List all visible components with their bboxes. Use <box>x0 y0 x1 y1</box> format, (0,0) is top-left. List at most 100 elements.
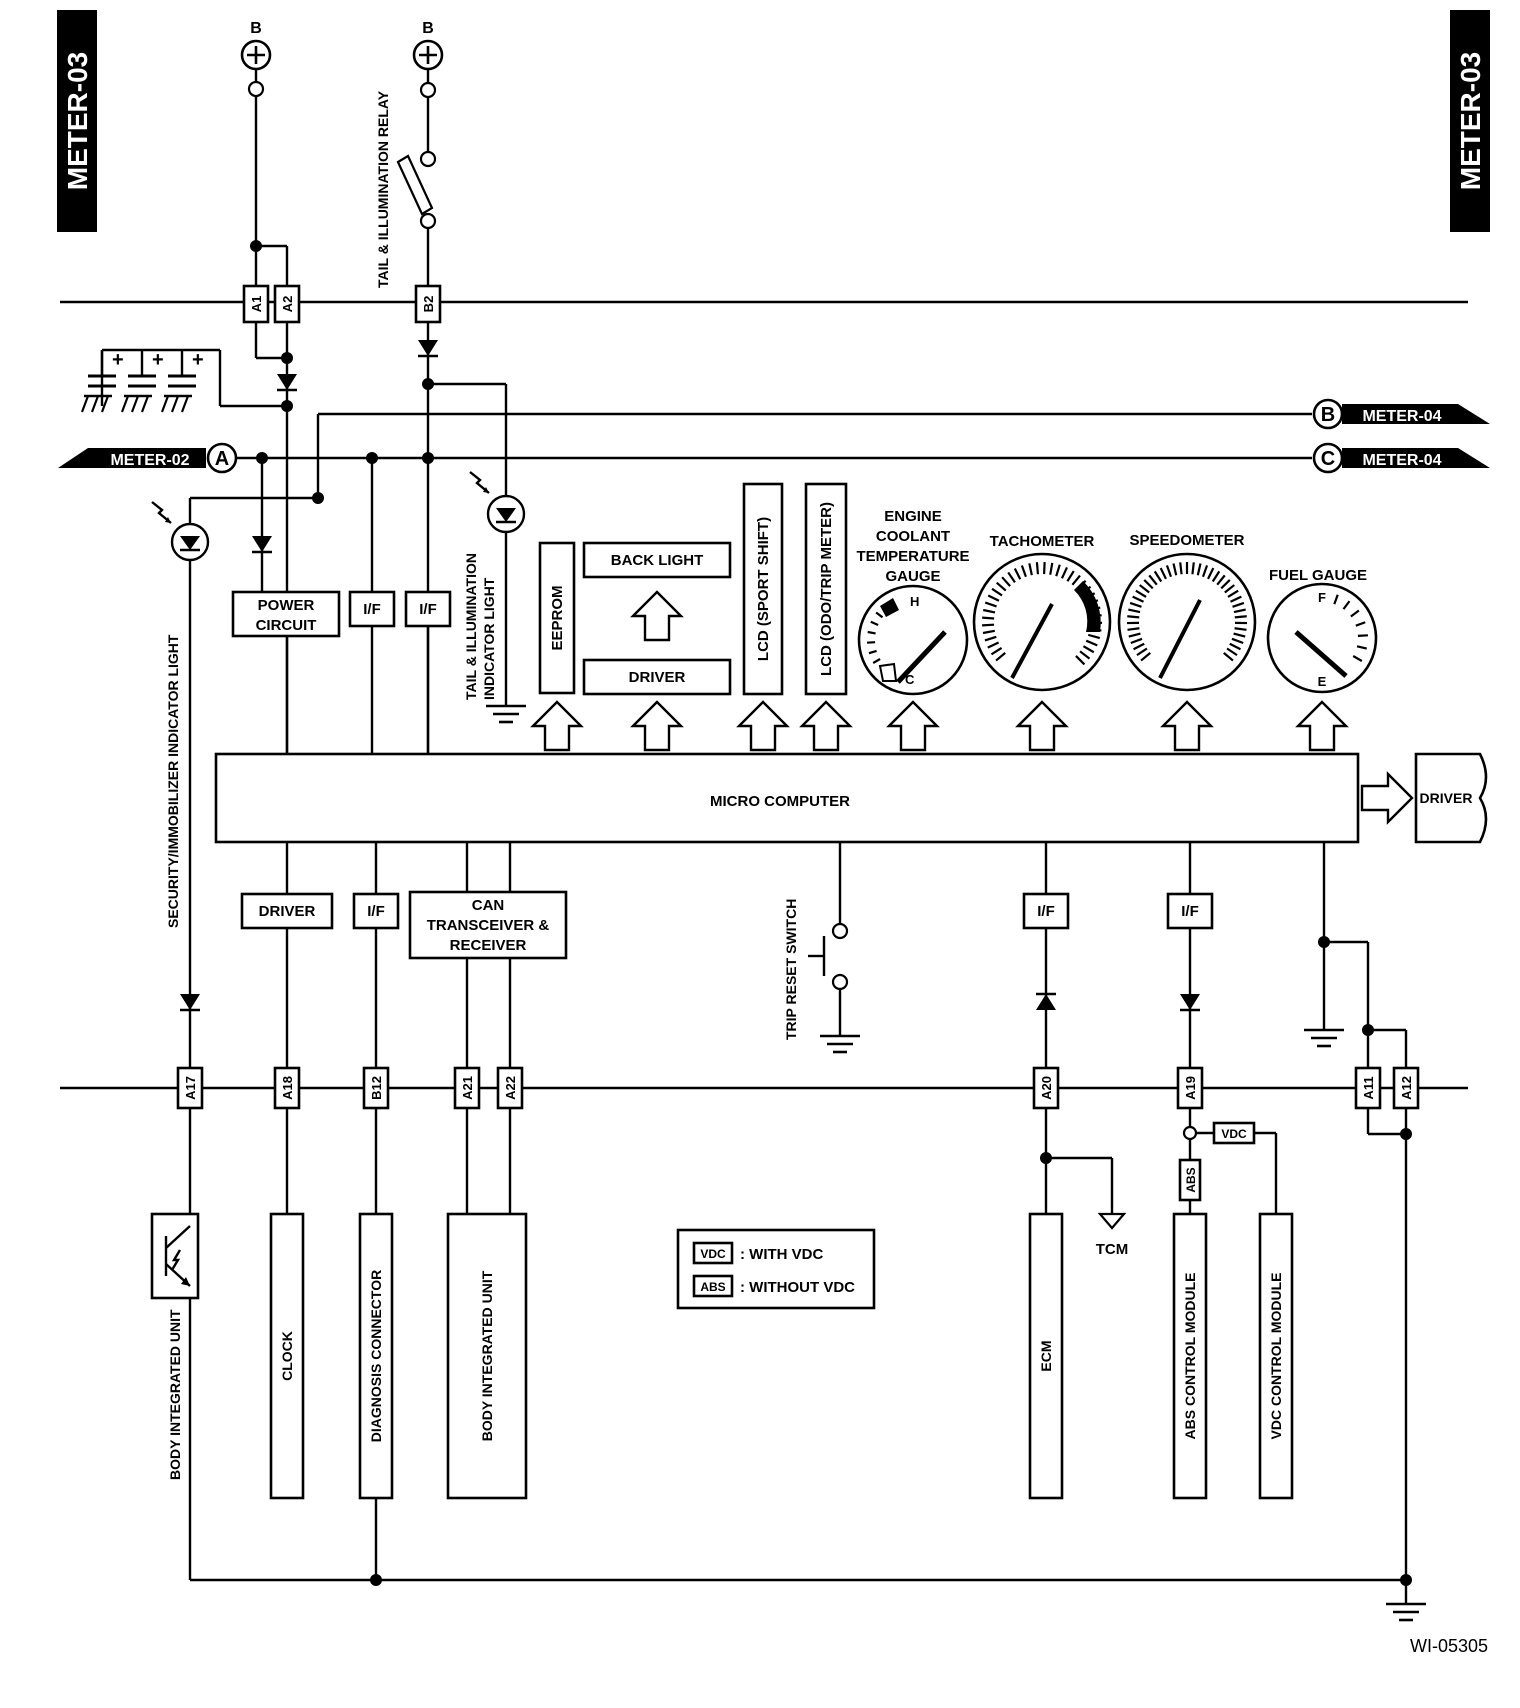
gauge-tick <box>984 635 997 642</box>
branch-tag-abs: ABS <box>1178 1158 1202 1202</box>
clock-label: CLOCK <box>279 1331 295 1381</box>
page-tag-right: METER-03 <box>1450 10 1490 232</box>
gauge-tick <box>1223 652 1234 662</box>
can-label-1: CAN <box>472 897 505 914</box>
offpage-b-ref: METER-04 <box>1362 408 1441 425</box>
svg-text:+: + <box>112 349 124 371</box>
connector-a19: A19 <box>1176 1066 1204 1110</box>
lcd-odo-label: LCD (ODO/TRIP METER) <box>818 502 835 676</box>
gauge-tick <box>1055 564 1061 577</box>
tail-light-label-1: TAIL & ILLUMINATION <box>463 553 479 700</box>
driver-block-top: DRIVER <box>582 658 732 696</box>
fuel-label: FUEL GAUGE <box>1269 567 1367 584</box>
gauge-tick <box>982 616 995 620</box>
gauge-tick <box>1130 637 1143 645</box>
trip-reset-label: TRIP RESET SWITCH <box>783 899 799 1040</box>
connector-b2-top: B2 <box>414 284 442 324</box>
gauge-tick <box>995 652 1006 662</box>
if-block-ecm-label: I/F <box>1037 903 1055 920</box>
gauge-tick <box>987 641 1000 649</box>
connector-a18: A18 <box>273 1066 301 1110</box>
battery-supply-b1: B <box>240 20 272 246</box>
branch-tag-vdc-label: VDC <box>1221 1127 1247 1141</box>
gauge-tick <box>1172 563 1178 576</box>
legend-vdc-tag: VDC <box>700 1247 726 1261</box>
legend-abs-text: : WITHOUT VDC <box>740 1279 855 1296</box>
vdc-label: VDC CONTROL MODULE <box>1268 1273 1284 1440</box>
relay-label: TAIL & ILLUMINATION RELAY <box>375 90 391 288</box>
gauge-tick <box>1196 563 1202 576</box>
back-light-block: BACK LIGHT <box>582 541 732 579</box>
gauge-tick <box>1001 576 1011 587</box>
offpage-b: B METER-04 <box>1312 398 1490 430</box>
offpage-c-ref: METER-04 <box>1362 452 1441 469</box>
gauge-tick <box>872 658 881 664</box>
gauge-tick <box>1075 655 1086 666</box>
gauge-tick <box>1356 645 1368 650</box>
gauge-tick <box>1234 627 1247 631</box>
gauge-tick <box>1153 570 1163 583</box>
connector-a12-label: A12 <box>1399 1076 1414 1100</box>
gauge-tick <box>1226 647 1238 657</box>
gauge-tick <box>1085 639 1098 647</box>
gauge-tick <box>868 649 877 655</box>
speedometer: SPEEDOMETER <box>1117 532 1257 692</box>
gauge-tick <box>1233 608 1246 614</box>
gauge-tick <box>1234 615 1247 619</box>
branch-tag-abs-label: ABS <box>1184 1167 1198 1192</box>
trip-reset-switch: TRIP RESET SWITCH <box>783 842 862 1054</box>
if-block-abs: I/F <box>1166 892 1214 930</box>
figure-id: WI-05305 <box>1410 1636 1488 1656</box>
connector-b12-label: B12 <box>369 1076 384 1100</box>
gauge-tick <box>984 601 997 608</box>
gauge-tick <box>1224 584 1235 594</box>
diagnosis-connector-unit: DIAGNOSIS CONNECTOR <box>358 1212 394 1500</box>
connector-a21: A21 <box>453 1066 481 1110</box>
gauge-tick <box>982 629 996 635</box>
gauge-tick <box>1128 632 1141 638</box>
driver-top-label: DRIVER <box>629 669 686 686</box>
connector-a17-label: A17 <box>183 1076 198 1100</box>
connector-a21-label: A21 <box>460 1076 475 1100</box>
gauge-tick <box>1216 574 1226 586</box>
gauge-tick <box>1049 562 1054 575</box>
gauge-tick <box>1028 563 1033 576</box>
if-block-2-label: I/F <box>419 601 437 618</box>
fuel-f: F <box>1318 590 1326 605</box>
tail-light-label-2: INDICATOR LIGHT <box>481 577 497 700</box>
gauge-tick <box>1127 615 1140 619</box>
supply-label-b2: B <box>422 20 434 37</box>
gauge-tick <box>1230 595 1242 603</box>
connector-a22: A22 <box>496 1066 524 1110</box>
legend: VDC : WITH VDC ABS : WITHOUT VDC <box>676 1228 876 1310</box>
offpage-a-ref: METER-02 <box>110 452 189 469</box>
gauge-tick <box>982 608 996 614</box>
coolant-label-3: TEMPERATURE <box>856 548 969 565</box>
eeprom-block: EEPROM <box>538 541 576 695</box>
gauge-tick <box>1128 608 1141 614</box>
micro-computer-label: MICRO COMPUTER <box>710 793 850 810</box>
if-block-ecm: I/F <box>1022 892 1070 930</box>
gauge-tick <box>1082 645 1095 654</box>
gauge-tick <box>1207 567 1215 580</box>
body-integrated-unit-2: BODY INTEGRATED UNIT <box>446 1212 528 1500</box>
if-block-1-label: I/F <box>363 601 381 618</box>
connector-a22-label: A22 <box>503 1076 518 1100</box>
connector-a18-label: A18 <box>280 1076 295 1100</box>
offpage-c-letter: C <box>1321 448 1335 470</box>
tail-illumination-indicator-light: TAIL & ILLUMINATION INDICATOR LIGHT <box>463 471 528 724</box>
legend-vdc-text: : WITH VDC <box>740 1246 823 1263</box>
svg-text:+: + <box>152 349 164 371</box>
gauge-tick <box>1355 621 1366 627</box>
gauge-tick <box>1140 652 1151 662</box>
gauge-tick <box>1211 570 1221 583</box>
gauge-tick <box>1357 634 1368 638</box>
coolant-c: C <box>905 672 915 687</box>
if-block-3-label: I/F <box>367 903 385 920</box>
if-block-1: I/F <box>348 590 396 628</box>
diag-label: DIAGNOSIS CONNECTOR <box>368 1270 384 1442</box>
gauge-tick <box>1342 600 1351 610</box>
eeprom-label: EEPROM <box>549 585 566 650</box>
gauge-tick <box>1020 565 1027 578</box>
